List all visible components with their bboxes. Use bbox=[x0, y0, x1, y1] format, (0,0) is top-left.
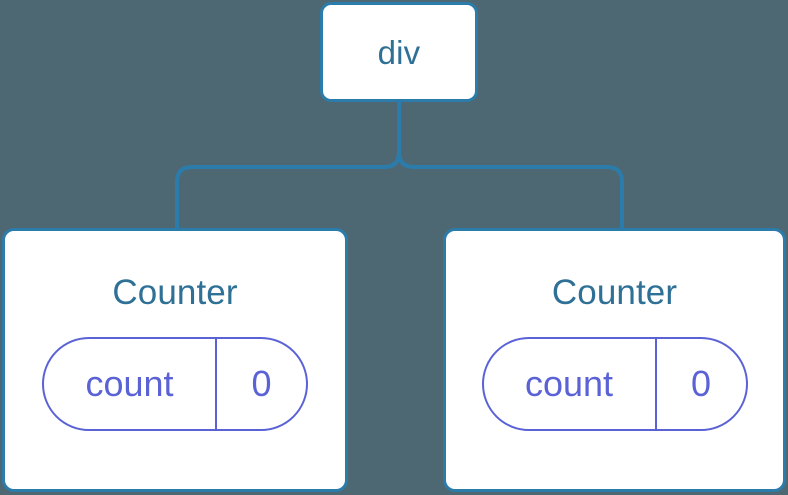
node-counter-1[interactable]: Counter count 0 bbox=[443, 228, 786, 492]
node-div-label: div bbox=[377, 33, 421, 71]
node-counter-1-label: Counter bbox=[551, 273, 678, 312]
state-pill-count-1[interactable]: count 0 bbox=[481, 337, 748, 431]
state-pill-count-0[interactable]: count 0 bbox=[42, 337, 308, 431]
node-counter-0[interactable]: Counter count 0 bbox=[2, 228, 348, 492]
node-counter-0-label: Counter bbox=[112, 273, 238, 312]
state-key-1: count bbox=[484, 339, 657, 429]
state-value-1: 0 bbox=[690, 363, 712, 404]
connector-stem-and-branches bbox=[175, 102, 624, 230]
node-div[interactable]: div bbox=[320, 2, 478, 102]
state-key-0: count bbox=[44, 339, 217, 429]
state-value-0: 0 bbox=[251, 363, 272, 404]
